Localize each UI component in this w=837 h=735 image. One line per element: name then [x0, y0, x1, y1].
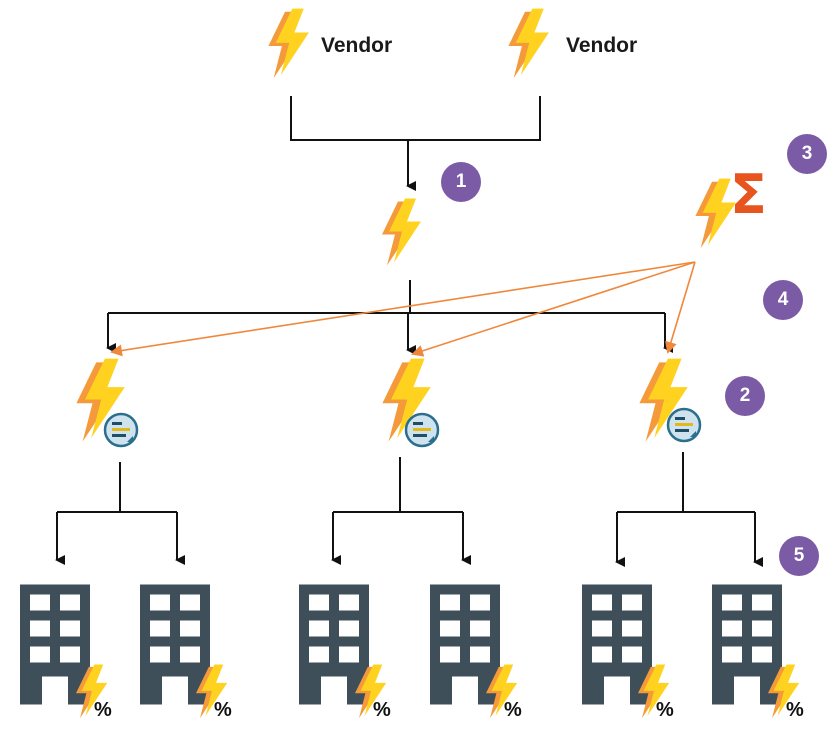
vendor-merge-line	[290, 96, 541, 141]
building: %	[140, 584, 232, 721]
building: %	[712, 584, 804, 721]
connector-lines	[55, 96, 763, 567]
hub-bolt-icon	[382, 198, 421, 266]
step-badge-5: 5	[779, 536, 819, 576]
percent-tag: %	[214, 699, 232, 721]
building: %	[582, 584, 674, 721]
percent-tag: %	[656, 699, 674, 721]
meter-doc-icon	[103, 412, 139, 448]
percent-tag: %	[504, 699, 522, 721]
building: %	[20, 584, 112, 721]
meter-doc-icon	[666, 407, 702, 443]
aggregator-link-right	[665, 261, 696, 354]
step-badge-3: 3	[787, 134, 827, 174]
vendor-bolt-icon	[508, 8, 549, 79]
step-badge-2: 2	[725, 376, 765, 416]
percent-tag: %	[373, 699, 391, 721]
vendor-bolt-icon	[268, 8, 309, 79]
buildings: %%%%%%	[20, 584, 804, 721]
percent-tag: %	[786, 699, 804, 721]
meter-doc-icon	[404, 412, 440, 448]
aggregator-icon: Σ	[695, 163, 767, 249]
aggregator-links	[110, 261, 696, 357]
vendor-label: Vendor	[321, 34, 393, 57]
sigma-icon: Σ	[730, 163, 767, 226]
vendor-label: Vendor	[566, 34, 638, 57]
aggregator-link-left	[110, 261, 696, 357]
step-badge-1: 1	[441, 162, 481, 202]
building: %	[299, 584, 391, 721]
percent-tag: %	[94, 699, 112, 721]
aggregator-link-center	[411, 261, 696, 357]
building: %	[430, 584, 522, 721]
step-badge-4: 4	[763, 280, 803, 320]
